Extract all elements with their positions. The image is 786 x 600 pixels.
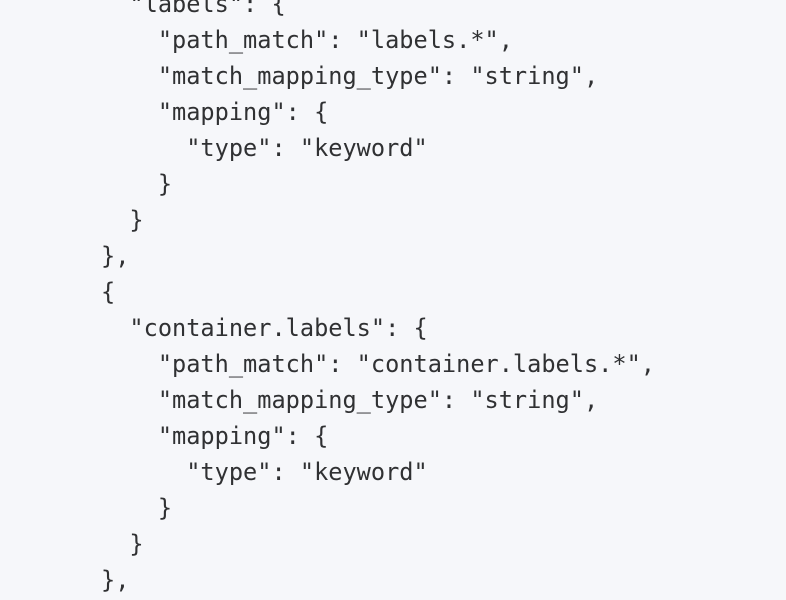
code-block: "labels": { "path_match": "labels.*", "m… [101, 0, 655, 598]
code-line: }, [101, 242, 130, 270]
code-line: "type": "keyword" [101, 134, 428, 162]
code-line: } [101, 530, 144, 558]
code-line: "labels": { [101, 0, 286, 18]
code-line: "match_mapping_type": "string", [101, 386, 599, 414]
code-line: } [101, 206, 144, 234]
code-line: } [101, 494, 173, 522]
code-line: "mapping": { [101, 98, 329, 126]
code-line: "path_match": "container.labels.*", [101, 350, 655, 378]
code-line: } [101, 170, 173, 198]
code-line: "container.labels": { [101, 314, 428, 342]
code-line: "path_match": "labels.*", [101, 26, 513, 54]
code-line: { [101, 278, 116, 306]
code-line: "match_mapping_type": "string", [101, 62, 599, 90]
code-line: "type": "keyword" [101, 458, 428, 486]
code-line: }, [101, 566, 130, 594]
code-line: "mapping": { [101, 422, 329, 450]
